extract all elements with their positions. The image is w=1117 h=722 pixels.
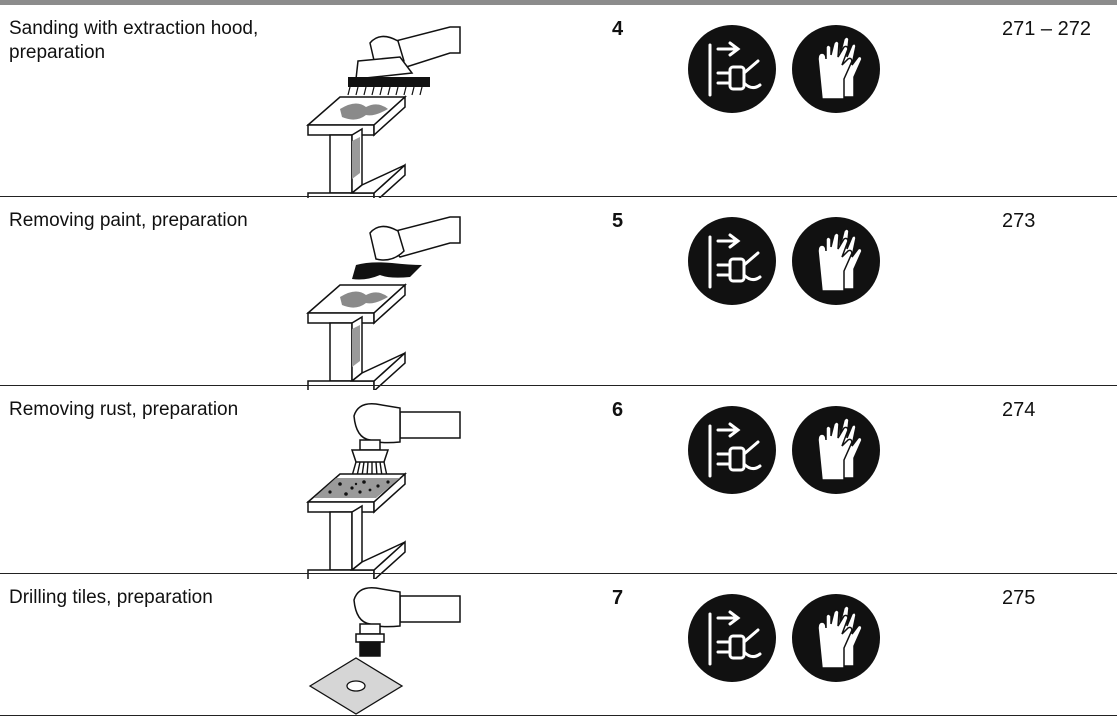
gloves-icon <box>792 406 880 494</box>
page-reference: 273 <box>1002 210 1036 232</box>
header-bar <box>0 0 1117 5</box>
activity-label: Drilling tiles, preparation <box>9 587 213 608</box>
row-divider <box>0 715 1117 716</box>
gloves-icon <box>792 25 880 113</box>
row-divider <box>0 573 1117 574</box>
rust-removal-illustration <box>300 394 480 584</box>
safety-icons <box>688 25 888 115</box>
table-row: Removing rust, preparation <box>0 386 1117 582</box>
safety-icons <box>688 217 888 307</box>
unplug-icon <box>688 217 776 305</box>
tile-drilling-illustration <box>300 582 480 722</box>
gloves-icon <box>792 594 880 682</box>
unplug-icon <box>688 25 776 113</box>
activity-label: Removing paint, preparation <box>9 210 248 231</box>
row-divider <box>0 385 1117 386</box>
step-number: 7 <box>612 587 624 609</box>
row-divider <box>0 196 1117 197</box>
activity-label: Sanding with extraction hood, preparatio… <box>9 18 259 63</box>
safety-icons <box>688 406 888 496</box>
page-reference: 274 <box>1002 399 1036 421</box>
table-row: Drilling tiles, preparation 7 <box>0 574 1117 716</box>
paint-removal-illustration <box>300 205 480 395</box>
sanding-illustration <box>300 13 480 205</box>
unplug-icon <box>688 406 776 494</box>
page-reference: 275 <box>1002 587 1036 609</box>
gloves-icon <box>792 217 880 305</box>
unplug-icon <box>688 594 776 682</box>
activity-label: Removing rust, preparation <box>9 399 239 420</box>
safety-icons <box>688 594 888 684</box>
step-number: 5 <box>612 210 624 232</box>
step-number: 6 <box>612 399 624 421</box>
table-row: Removing paint, preparation 5 <box>0 197 1117 393</box>
table-row: Sanding with extraction hood, preparatio… <box>0 5 1117 205</box>
page-reference: 271 – 272 <box>1002 18 1091 40</box>
step-number: 4 <box>612 18 624 40</box>
